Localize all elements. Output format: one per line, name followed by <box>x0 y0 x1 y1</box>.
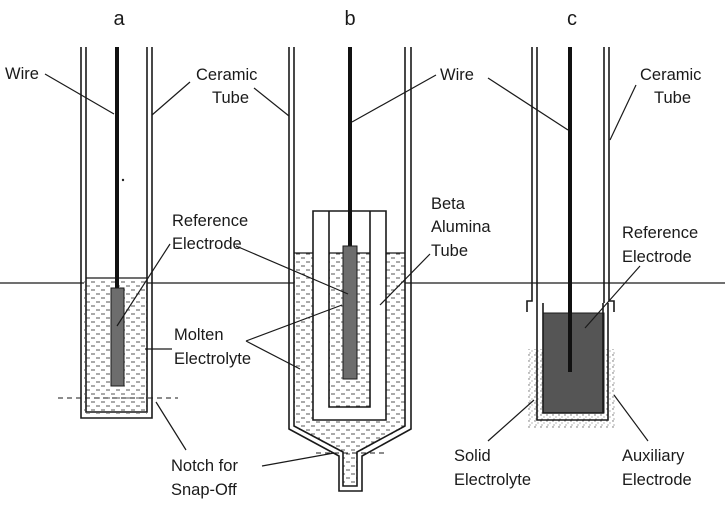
panel-c-ceramic-label-2: Tube <box>654 89 691 107</box>
panel-c-auxiliary-label-1: Auxiliary <box>622 447 685 465</box>
panel-a-reference-label-2: Electrode <box>172 235 242 253</box>
panel-c-auxiliary-electrode-fill <box>531 418 611 428</box>
panel-a-ceramic-label-1: Ceramic <box>196 66 257 84</box>
panel-a-notch-leader <box>155 401 187 451</box>
panel-c-reference-electrode <box>542 312 605 414</box>
panel-a-reference-electrode <box>110 287 125 387</box>
panel-c-reference-label-1: Reference <box>622 224 698 242</box>
panel-b-notch-label-1: Notch for <box>171 457 238 475</box>
panel-c-solid-leader <box>487 399 535 442</box>
panel-b-ceramic-tube-inner <box>293 47 406 487</box>
panel-a-reference-to-b-leader <box>235 245 349 295</box>
panel-c-reference-label-2: Electrode <box>622 248 692 266</box>
panel-a-reference-label-1: Reference <box>172 212 248 230</box>
panel-b-beta-leader <box>379 253 431 306</box>
panel-b-molten-leader-2 <box>245 340 301 370</box>
panel-a-ceramic-tube-outer <box>80 47 153 419</box>
panel-a: a Wire Ceramic Tube Reference Electrode … <box>5 8 257 419</box>
panel-c-cup <box>536 303 609 421</box>
panel-b-beta-label-3: Tube <box>431 242 468 260</box>
panel-c-ceramic-tube-outer <box>526 47 615 312</box>
panel-a-reference-leader <box>116 243 171 327</box>
panel-b-reference-electrode <box>342 245 358 380</box>
panel-a-molten-label-1: Molten <box>174 326 224 344</box>
panel-c-reference-leader <box>584 265 641 329</box>
panel-c-auxiliary-label-2: Electrode <box>622 471 692 489</box>
panel-c: c Ceramic Tube Reference Electrode Solid… <box>454 8 701 489</box>
panel-a-wire-label: Wire <box>5 65 39 83</box>
panel-b-ceramic-leader <box>253 87 290 117</box>
panel-b-ceramic-tube-outer <box>288 47 412 492</box>
panel-c-ceramic-tube-inner <box>536 47 605 303</box>
panel-b-molten-leader-1 <box>245 304 343 342</box>
panel-a-ceramic-tube-inner <box>85 47 148 413</box>
panel-b-letter: b <box>344 8 355 30</box>
panel-b-beta-label-2: Alumina <box>431 218 491 236</box>
panel-a-speck <box>121 178 125 182</box>
panel-a-ceramic-label-2: Tube <box>212 89 249 107</box>
panel-c-auxiliary-leader <box>613 394 649 442</box>
panel-a-molten-label-2: Electrolyte <box>174 350 251 368</box>
panel-b-beta-tube-inner <box>328 211 371 408</box>
panel-c-letter: c <box>567 8 577 30</box>
panel-b-wire-leader <box>351 74 437 123</box>
panel-b-notch-label-2: Snap-Off <box>171 481 237 499</box>
panel-c-ceramic-label-1: Ceramic <box>640 66 701 84</box>
panel-c-ceramic-leader <box>609 84 637 141</box>
panel-c-solid-label-1: Solid <box>454 447 491 465</box>
panel-b-notch-leader <box>261 452 335 467</box>
panel-c-solid-label-2: Electrolyte <box>454 471 531 489</box>
panel-b-wire-label: Wire <box>440 66 474 84</box>
panel-a-letter: a <box>113 8 125 30</box>
panel-b-beta-label-1: Beta <box>431 195 466 213</box>
panel-a-wire-leader <box>44 73 115 115</box>
panel-a-ceramic-leader <box>151 81 191 116</box>
panel-b: b Wire Beta Alumina Tube Notch for <box>155 8 491 499</box>
panel-b-beta-tube-outer <box>312 210 387 421</box>
panel-c-wire-leader <box>487 77 569 131</box>
